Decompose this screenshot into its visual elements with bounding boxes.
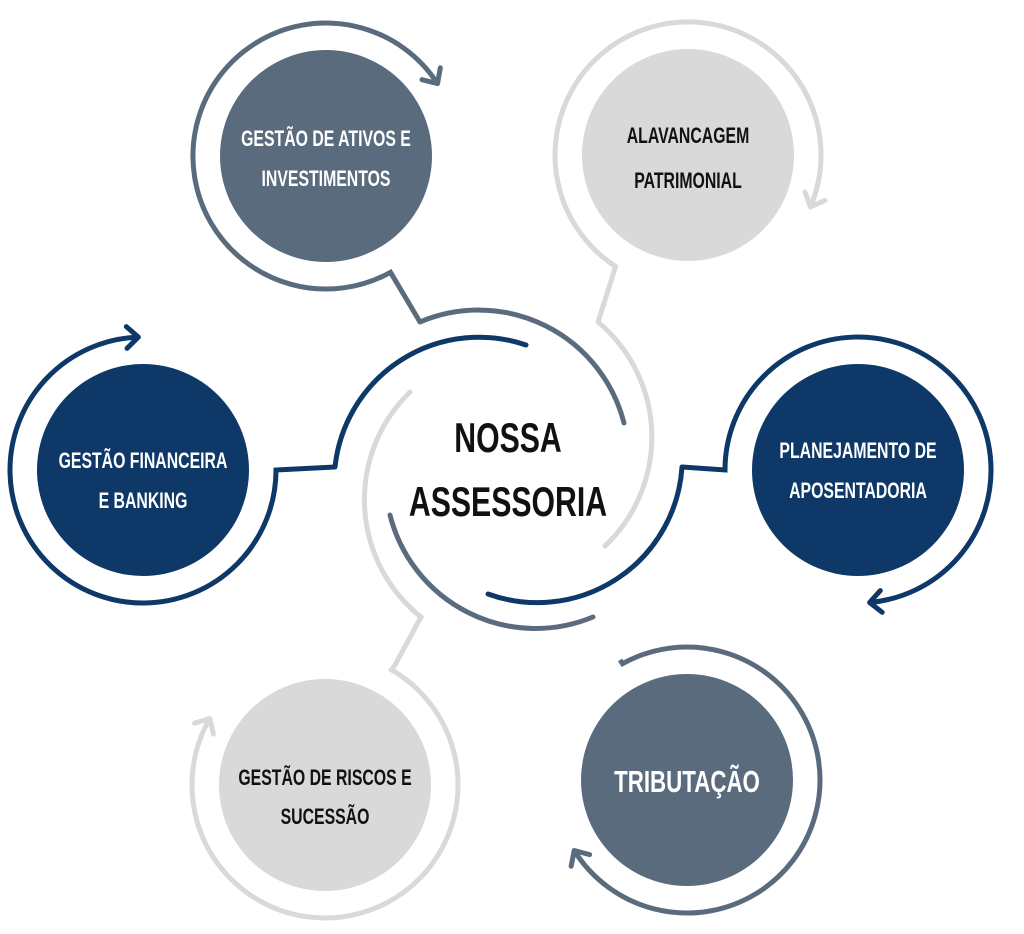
arrow-icon xyxy=(802,189,828,210)
node-planejamento: PLANEJAMENTO DE APOSENTADORIA xyxy=(752,364,964,576)
node-alavancagem: ALAVANCAGEM PATRIMONIAL xyxy=(582,49,794,261)
tributacao-ring xyxy=(572,644,823,916)
alavancagem-circle xyxy=(582,49,794,261)
gestao-financeira-label-line: E BANKING xyxy=(99,490,188,514)
gestao-riscos-ring xyxy=(189,663,461,921)
gestao-financeira-ring xyxy=(7,334,336,606)
node-gestao-financeira: GESTÃO FINANCEIRA E BANKING xyxy=(37,364,249,576)
gestao-riscos-circle xyxy=(219,679,431,891)
central-arc-navy-left xyxy=(332,334,529,470)
arrow-icon xyxy=(123,324,141,351)
gestao-riscos-label-line: GESTÃO DE RISCOS E xyxy=(238,765,411,790)
node-tributacao: TRIBUTAÇÃO xyxy=(581,674,793,886)
alavancagem-ring xyxy=(552,19,824,323)
gestao-riscos-label-line: SUCESSÃO xyxy=(281,804,370,829)
node-gestao-riscos: GESTÃO DE RISCOS E SUCESSÃO xyxy=(219,679,431,891)
central-arc-slate-bottom xyxy=(387,512,596,631)
gestao-ativos-circle xyxy=(220,50,432,262)
gestao-financeira-circle xyxy=(37,364,249,576)
center-label-line2: ASSESSORIA xyxy=(409,478,607,525)
central-arc-gray-left xyxy=(361,389,425,668)
tributacao-circle xyxy=(581,674,793,886)
central-arc-slate-top xyxy=(417,307,627,426)
arrow-icon xyxy=(192,716,216,737)
gestao-ativos-label-line: GESTÃO DE ATIVOS E xyxy=(241,126,411,151)
planejamento-label-line: PLANEJAMENTO DE xyxy=(779,440,936,464)
arrow-icon xyxy=(419,65,443,87)
arrow-icon xyxy=(867,588,885,615)
rings-layer xyxy=(7,19,994,921)
tributacao-label-line: TRIBUTAÇÃO xyxy=(614,763,760,799)
nodes-layer: GESTÃO DE ATIVOS E INVESTIMENTOS ALAVANCAG… xyxy=(37,49,964,891)
central-arc-gray-right xyxy=(595,319,655,549)
central-arcs xyxy=(332,307,685,668)
planejamento-circle xyxy=(752,364,964,576)
center-label-line1: NOSSA xyxy=(454,414,561,461)
arrow-icon xyxy=(568,847,593,869)
node-gestao-ativos: GESTÃO DE ATIVOS E INVESTIMENTOS xyxy=(220,50,432,262)
center-label: NOSSA ASSESSORIA xyxy=(409,414,607,525)
gestao-ativos-ring xyxy=(190,20,440,324)
planejamento-ring xyxy=(681,334,994,605)
planejamento-label-line: APOSENTADORIA xyxy=(789,480,927,504)
central-arc-navy-right xyxy=(485,464,685,606)
alavancagem-label-line: PATRIMONIAL xyxy=(634,170,742,194)
gestao-ativos-label-line: INVESTIMENTOS xyxy=(261,168,390,192)
alavancagem-label-line: ALAVANCAGEM xyxy=(627,125,750,149)
gestao-financeira-label-line: GESTÃO FINANCEIRA xyxy=(59,448,228,473)
